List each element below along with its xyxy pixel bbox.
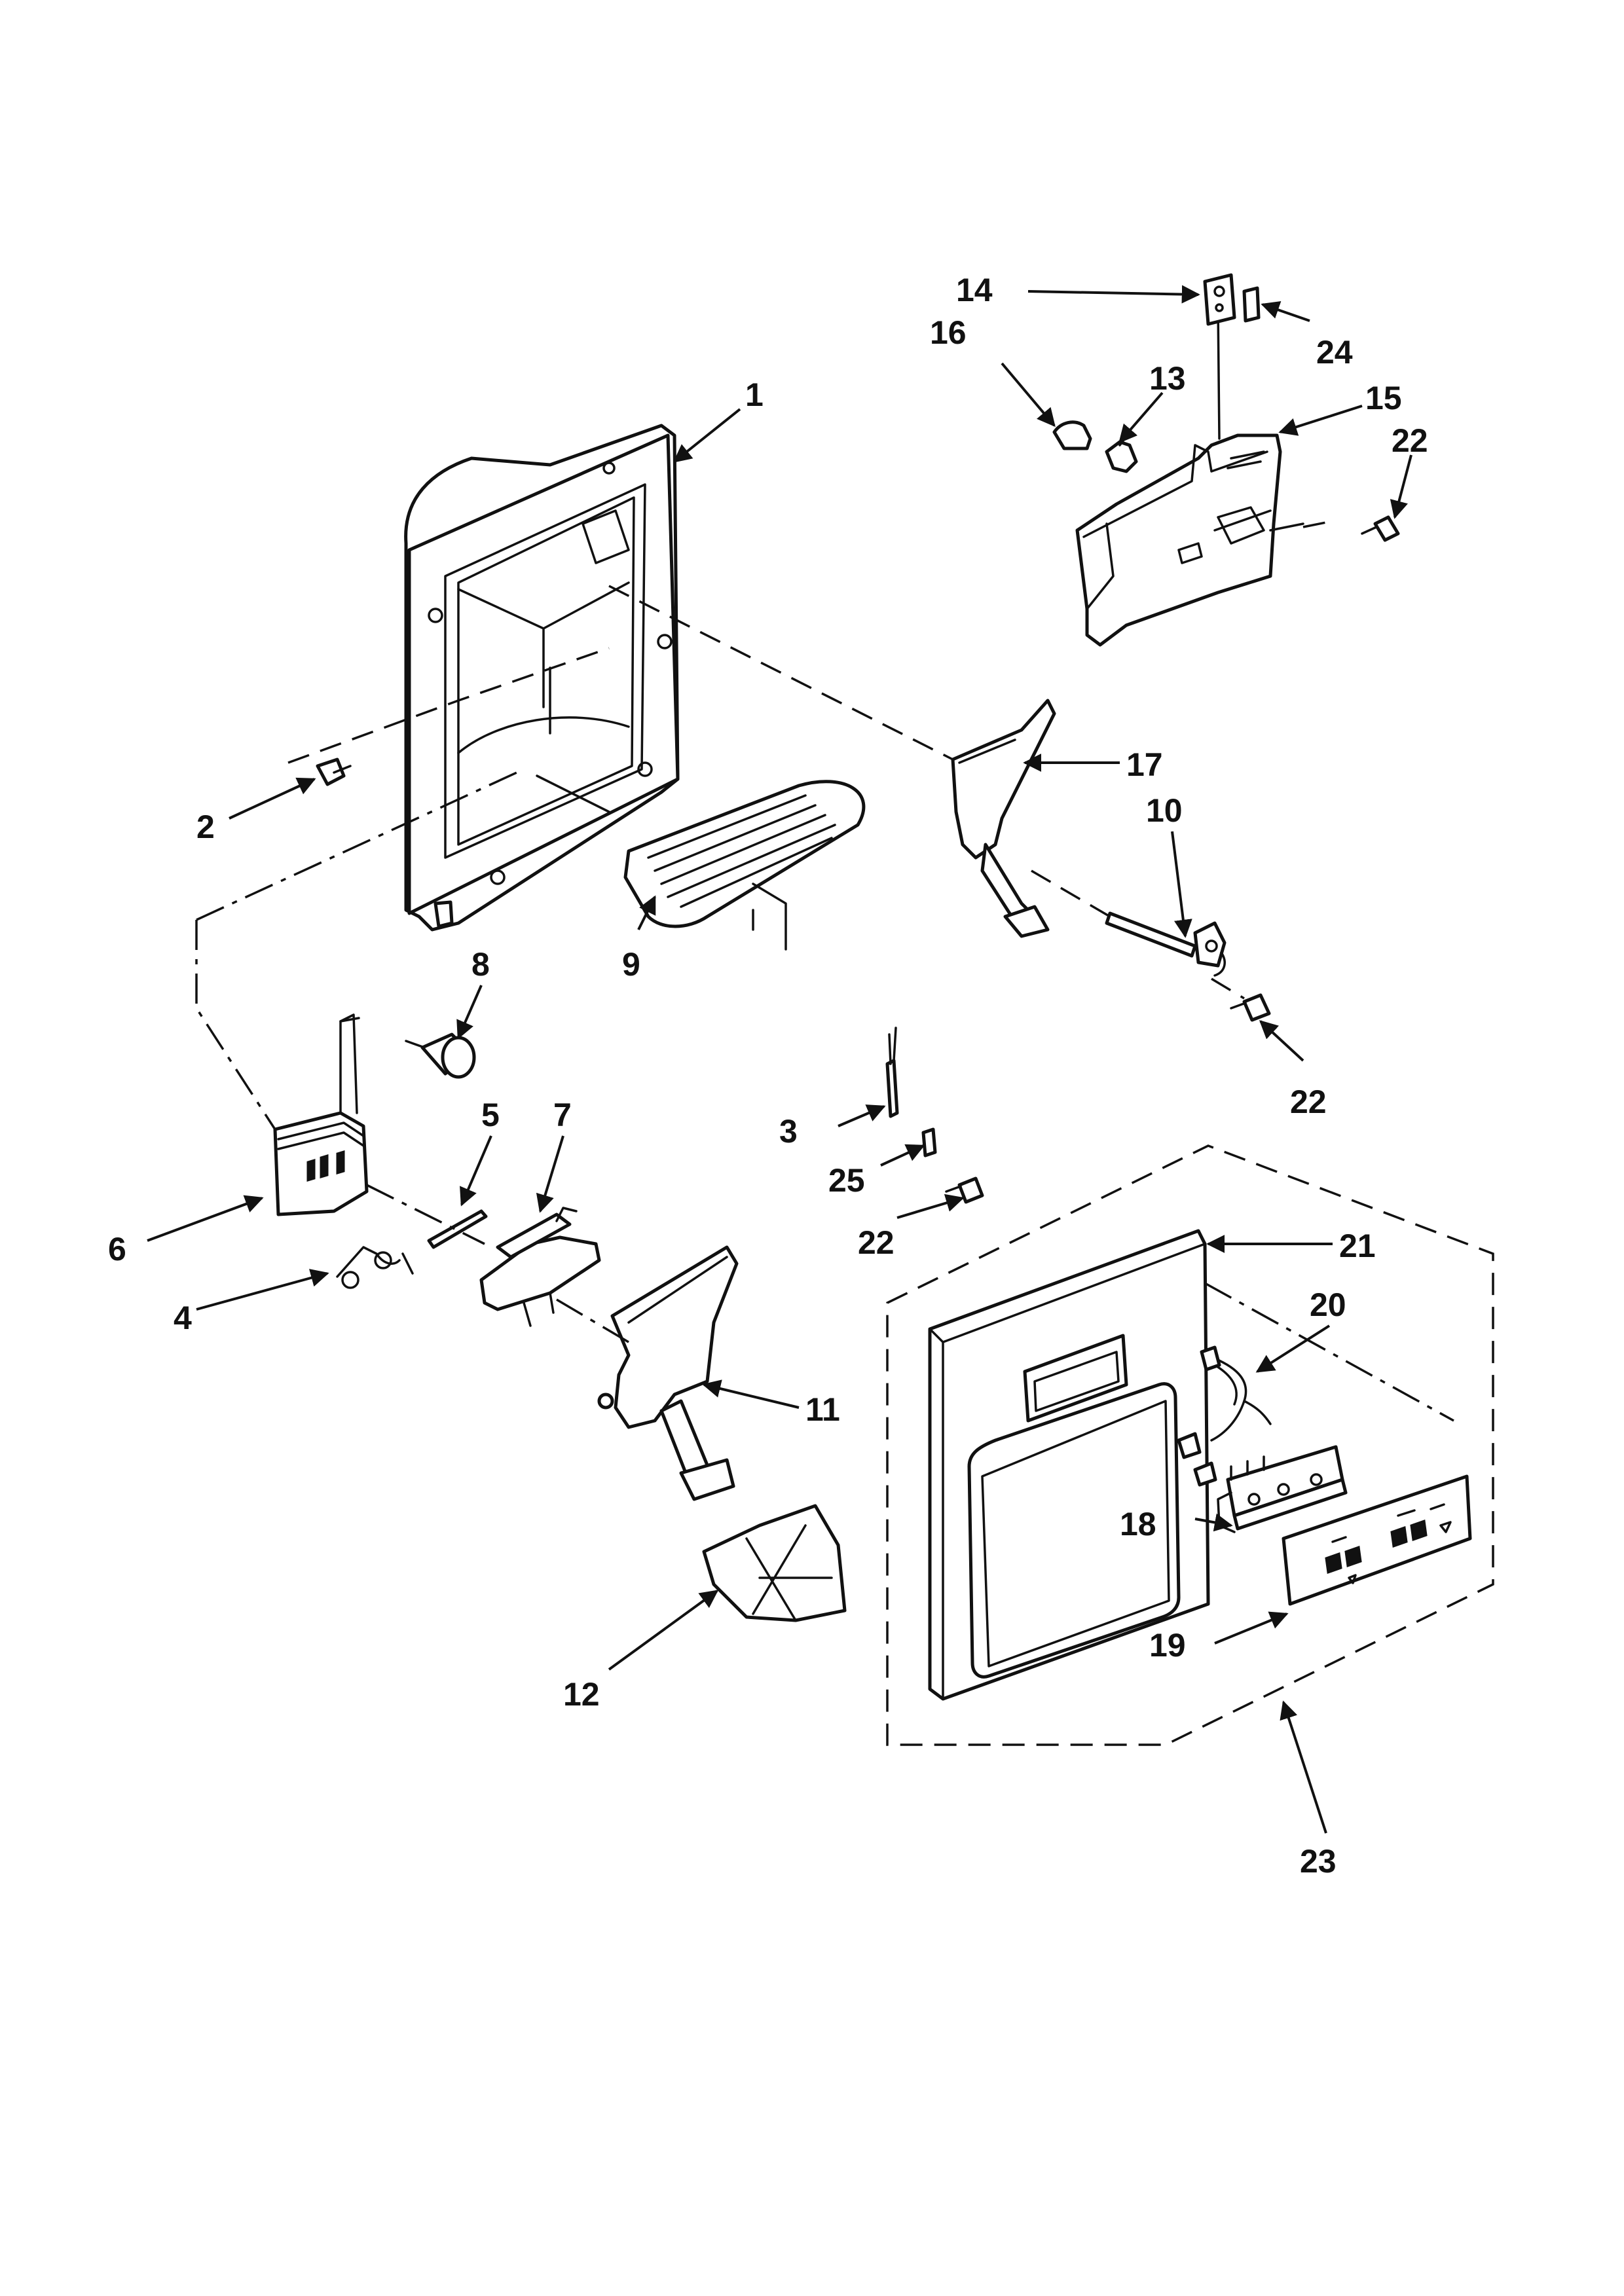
callout-2: 2 xyxy=(196,809,215,845)
assembly-guide-lines xyxy=(195,519,1454,1422)
screw-part-22-upper xyxy=(1361,515,1400,542)
auger-motor-part-6 xyxy=(273,1013,369,1216)
paddle-actuator-part-17 xyxy=(951,699,1056,938)
callout-3: 3 xyxy=(779,1113,798,1150)
callout-10: 10 xyxy=(1146,792,1183,829)
switch-housing-part-15 xyxy=(1075,433,1304,647)
control-board-part-18 xyxy=(1217,1445,1348,1533)
dispenser-housing-part-1 xyxy=(404,424,680,932)
callout-22-middle: 22 xyxy=(1290,1084,1327,1120)
pin-part-5 xyxy=(427,1209,488,1249)
leader-arrows xyxy=(147,285,1412,1834)
screw-part-2 xyxy=(316,757,352,786)
callout-13: 13 xyxy=(1149,360,1186,397)
lamp-bulb-part-16 xyxy=(1052,420,1092,450)
membrane-panel-part-19 xyxy=(1282,1474,1472,1606)
callout-8: 8 xyxy=(471,946,490,983)
ice-chute-part-12 xyxy=(702,1504,847,1622)
hinge-bracket-part-7 xyxy=(479,1207,601,1327)
microswitch-part-14 xyxy=(1203,273,1236,326)
callout-24: 24 xyxy=(1316,334,1353,371)
screw-part-22-lower xyxy=(945,1176,984,1204)
callout-9: 9 xyxy=(622,946,640,983)
switch-stem xyxy=(1217,306,1221,440)
spring-part-4 xyxy=(336,1246,414,1289)
dispenser-front-panel-part-21 xyxy=(928,1229,1210,1701)
insulator-part-24 xyxy=(1242,286,1261,323)
callout-22-upper: 22 xyxy=(1392,422,1428,459)
callout-6: 6 xyxy=(108,1231,126,1267)
callout-19: 19 xyxy=(1149,1627,1186,1664)
actuator-rod-part-10 xyxy=(1105,911,1227,977)
wire-harness-part-20 xyxy=(1177,1345,1272,1487)
callout-labels: 1 2 3 4 5 6 7 8 9 10 11 12 13 14 15 16 1… xyxy=(108,272,1428,1880)
insulator-part-25 xyxy=(921,1127,937,1157)
solenoid-part-8 xyxy=(405,1032,476,1079)
callout-4: 4 xyxy=(174,1300,192,1336)
actuator-spring-part-3 xyxy=(885,1027,899,1118)
callout-1: 1 xyxy=(745,376,764,413)
screw-part-22-middle xyxy=(1230,993,1271,1022)
ice-lever-part-11 xyxy=(597,1245,739,1501)
callout-25: 25 xyxy=(828,1162,865,1199)
callout-17: 17 xyxy=(1126,746,1163,783)
callout-12: 12 xyxy=(563,1676,600,1713)
callout-15: 15 xyxy=(1365,380,1402,416)
callout-20: 20 xyxy=(1310,1286,1346,1323)
callout-14: 14 xyxy=(956,272,993,308)
callout-5: 5 xyxy=(481,1097,500,1133)
callout-23: 23 xyxy=(1300,1843,1337,1880)
callout-21: 21 xyxy=(1339,1228,1376,1264)
callout-22-lower: 22 xyxy=(858,1224,895,1261)
lamp-socket-part-13 xyxy=(1105,431,1138,473)
assembly-outline-part-23 xyxy=(886,1144,1494,1746)
callout-7: 7 xyxy=(553,1097,572,1133)
callout-18: 18 xyxy=(1120,1506,1156,1542)
drip-grille-part-9 xyxy=(623,780,866,951)
callout-11: 11 xyxy=(805,1391,840,1428)
callout-16: 16 xyxy=(930,314,967,351)
